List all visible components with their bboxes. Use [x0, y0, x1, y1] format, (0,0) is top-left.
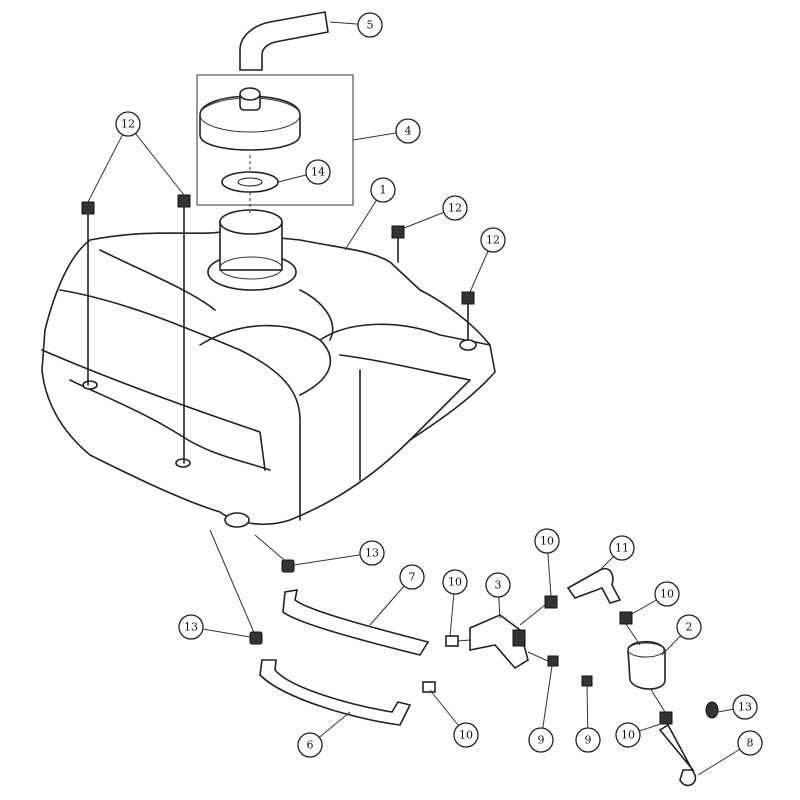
callout-number: 12 — [448, 202, 462, 215]
fuel-tank — [41, 209, 496, 528]
callout-number: 13 — [738, 701, 752, 714]
callout-number: 4 — [405, 125, 412, 138]
callout-13: 13 — [732, 694, 758, 720]
callout-number: 8 — [747, 737, 754, 750]
callout-5: 5 — [357, 12, 383, 38]
callout-number: 2 — [686, 621, 693, 634]
callout-number: 12 — [121, 118, 135, 131]
leader-line — [87, 123, 129, 203]
callout-12: 12 — [442, 195, 468, 221]
callout-number: 6 — [307, 739, 314, 752]
leader-line — [127, 123, 185, 196]
callouts: 54141212121211371031011102136109910138 — [87, 12, 763, 776]
callout-number: 10 — [540, 535, 554, 548]
callout-number: 14 — [311, 166, 325, 179]
callout-9: 9 — [528, 727, 554, 753]
callout-number: 5 — [367, 19, 374, 32]
callout-number: 9 — [538, 734, 545, 747]
callout-number: 13 — [184, 621, 198, 634]
callout-10: 10 — [453, 722, 479, 748]
callout-2: 2 — [676, 614, 702, 640]
leader-line — [293, 552, 373, 566]
callout-number: 12 — [486, 234, 500, 247]
callout-number: 3 — [495, 579, 502, 592]
callout-number: 9 — [585, 734, 592, 747]
callout-10: 10 — [442, 569, 468, 595]
callout-number: 11 — [615, 542, 629, 555]
callout-number: 7 — [409, 571, 416, 584]
callout-11: 11 — [609, 535, 635, 561]
fuel-lines — [209, 529, 719, 787]
callout-8: 8 — [737, 730, 763, 756]
callout-12: 12 — [480, 227, 506, 253]
callout-6: 6 — [297, 732, 323, 758]
callout-number: 10 — [459, 729, 473, 742]
callout-13: 13 — [178, 614, 204, 640]
callout-10: 10 — [654, 581, 680, 607]
callout-number: 13 — [365, 547, 379, 560]
callout-number: 10 — [621, 729, 635, 742]
callout-number: 10 — [448, 576, 462, 589]
bolts — [81, 194, 475, 464]
callout-7: 7 — [399, 564, 425, 590]
callout-3: 3 — [485, 572, 511, 598]
callout-9: 9 — [575, 727, 601, 753]
callout-12: 12 — [115, 111, 141, 137]
callout-14: 14 — [305, 159, 331, 185]
callout-1: 1 — [370, 177, 396, 203]
callout-10: 10 — [615, 722, 641, 748]
callout-number: 1 — [380, 184, 387, 197]
callout-13: 13 — [359, 540, 385, 566]
callout-number: 10 — [660, 588, 674, 601]
fuel-cap-assembly — [196, 11, 354, 215]
callout-12: 12 — [121, 118, 135, 131]
callout-4: 4 — [395, 118, 421, 144]
callout-10: 10 — [534, 528, 560, 554]
